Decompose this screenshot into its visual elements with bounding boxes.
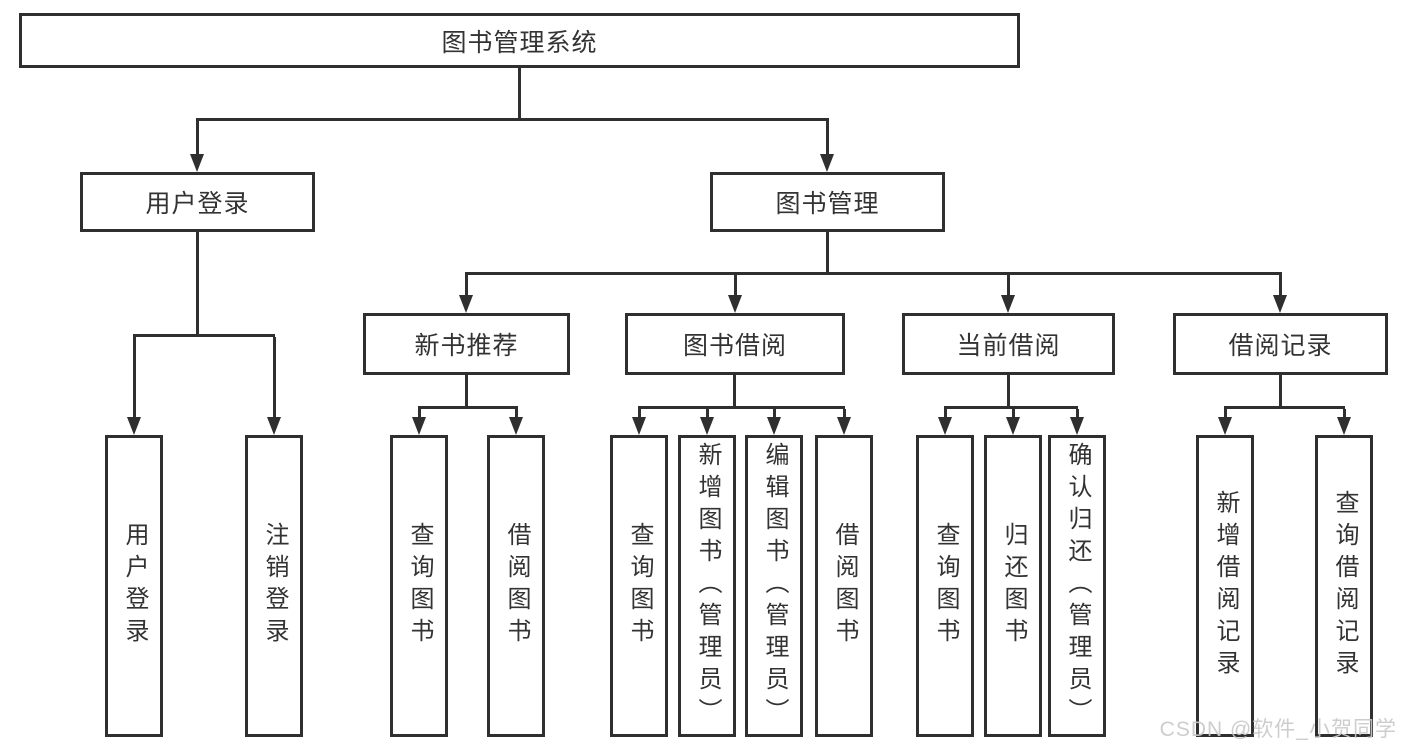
leaf-add-books-admin: 新增图书（管理员） bbox=[678, 435, 736, 737]
connector-line-stem bbox=[637, 409, 641, 421]
connector-line-stem bbox=[733, 275, 737, 299]
arrow-down-icon bbox=[767, 417, 781, 435]
node-current-borrow: 当前借阅 bbox=[902, 313, 1115, 375]
node-root: 图书管理系统 bbox=[19, 13, 1020, 68]
arrow-down-icon bbox=[837, 417, 851, 435]
arrow-down-icon bbox=[412, 417, 426, 435]
node-new-book-recommend: 新书推荐 bbox=[363, 313, 570, 375]
arrow-down-icon bbox=[1273, 295, 1287, 313]
connector-line-stem bbox=[272, 337, 276, 421]
connector-line-vertical bbox=[1007, 375, 1010, 409]
connector-line-stem bbox=[825, 121, 829, 158]
arrow-down-icon bbox=[267, 417, 281, 435]
connector-line-vertical bbox=[465, 375, 468, 409]
arrow-down-icon bbox=[1001, 295, 1015, 313]
node-book-borrow: 图书借阅 bbox=[625, 313, 845, 375]
connector-line-vertical bbox=[826, 232, 829, 275]
connector-line-horizontal bbox=[196, 118, 829, 121]
leaf-return-books: 归还图书 bbox=[984, 435, 1042, 737]
arrow-down-icon bbox=[700, 417, 714, 435]
connector-line-stem bbox=[132, 337, 136, 421]
connector-line-horizontal bbox=[1224, 406, 1345, 409]
leaf-label: 归还图书 bbox=[1000, 522, 1027, 650]
connector-line-vertical bbox=[518, 68, 521, 121]
arrow-down-icon bbox=[1006, 417, 1020, 435]
connector-line-stem bbox=[1223, 409, 1227, 421]
arrow-down-icon bbox=[938, 417, 952, 435]
connector-line-vertical bbox=[1279, 375, 1282, 409]
leaf-edit-books-admin: 编辑图书（管理员） bbox=[745, 435, 803, 737]
leaf-label: 编辑图书（管理员） bbox=[761, 442, 788, 730]
leaf-borrow-books: 借阅图书 bbox=[815, 435, 873, 737]
connector-line-stem bbox=[1342, 409, 1346, 421]
arrow-down-icon bbox=[509, 417, 523, 435]
arrow-down-icon bbox=[127, 417, 141, 435]
arrow-down-icon bbox=[632, 417, 646, 435]
connector-line-horizontal bbox=[465, 272, 1282, 275]
connector-line-stem bbox=[705, 409, 709, 421]
connector-line-stem bbox=[1278, 275, 1282, 299]
arrow-down-icon bbox=[820, 154, 834, 172]
arrow-down-icon bbox=[1218, 417, 1232, 435]
leaf-query-books-current: 查询图书 bbox=[916, 435, 974, 737]
arrow-down-icon bbox=[190, 154, 204, 172]
arrow-down-icon bbox=[459, 295, 473, 313]
leaf-label: 借阅图书 bbox=[503, 522, 530, 650]
node-book-management: 图书管理 bbox=[710, 172, 945, 232]
leaf-label: 确认归还（管理员） bbox=[1064, 442, 1091, 730]
connector-line-stem bbox=[195, 121, 199, 158]
watermark: CSDN @软件_小贺同学 bbox=[1159, 718, 1397, 741]
leaf-label: 新增借阅记录 bbox=[1212, 490, 1239, 682]
connector-line-stem bbox=[1011, 409, 1015, 421]
leaf-label: 新增图书（管理员） bbox=[694, 442, 721, 730]
node-borrow-records: 借阅记录 bbox=[1173, 313, 1388, 375]
connector-line-stem bbox=[514, 409, 518, 421]
leaf-query-books-recommend: 查询图书 bbox=[390, 435, 448, 737]
connector-line-stem bbox=[1075, 409, 1079, 421]
arrow-down-icon bbox=[1070, 417, 1084, 435]
connector-line-stem bbox=[772, 409, 776, 421]
leaf-borrow-books-recommend: 借阅图书 bbox=[487, 435, 545, 737]
connector-line-stem bbox=[1006, 275, 1010, 299]
arrow-down-icon bbox=[728, 295, 742, 313]
leaf-logout: 注销登录 bbox=[245, 435, 303, 737]
connector-line-horizontal bbox=[418, 406, 518, 409]
leaf-query-books-borrow: 查询图书 bbox=[610, 435, 668, 737]
node-user-login: 用户登录 bbox=[80, 172, 315, 232]
leaf-label: 注销登录 bbox=[261, 522, 288, 650]
connector-line-horizontal bbox=[944, 406, 1078, 409]
leaf-query-borrow-record: 查询借阅记录 bbox=[1315, 435, 1373, 737]
leaf-label: 用户登录 bbox=[121, 522, 148, 650]
connector-line-horizontal bbox=[133, 334, 275, 337]
connector-line-vertical bbox=[196, 232, 199, 337]
leaf-confirm-return-admin: 确认归还（管理员） bbox=[1048, 435, 1106, 737]
connector-line-stem bbox=[417, 409, 421, 421]
connector-line-stem bbox=[842, 409, 846, 421]
connector-line-horizontal bbox=[638, 406, 845, 409]
arrow-down-icon bbox=[1337, 417, 1351, 435]
connector-line-vertical bbox=[733, 375, 736, 409]
leaf-label: 借阅图书 bbox=[831, 522, 858, 650]
leaf-label: 查询图书 bbox=[406, 522, 433, 650]
connector-line-stem bbox=[943, 409, 947, 421]
leaf-add-borrow-record: 新增借阅记录 bbox=[1196, 435, 1254, 737]
leaf-user-login: 用户登录 bbox=[105, 435, 163, 737]
leaf-label: 查询图书 bbox=[626, 522, 653, 650]
leaf-label: 查询图书 bbox=[932, 522, 959, 650]
connector-line-stem bbox=[464, 275, 468, 299]
leaf-label: 查询借阅记录 bbox=[1331, 490, 1358, 682]
